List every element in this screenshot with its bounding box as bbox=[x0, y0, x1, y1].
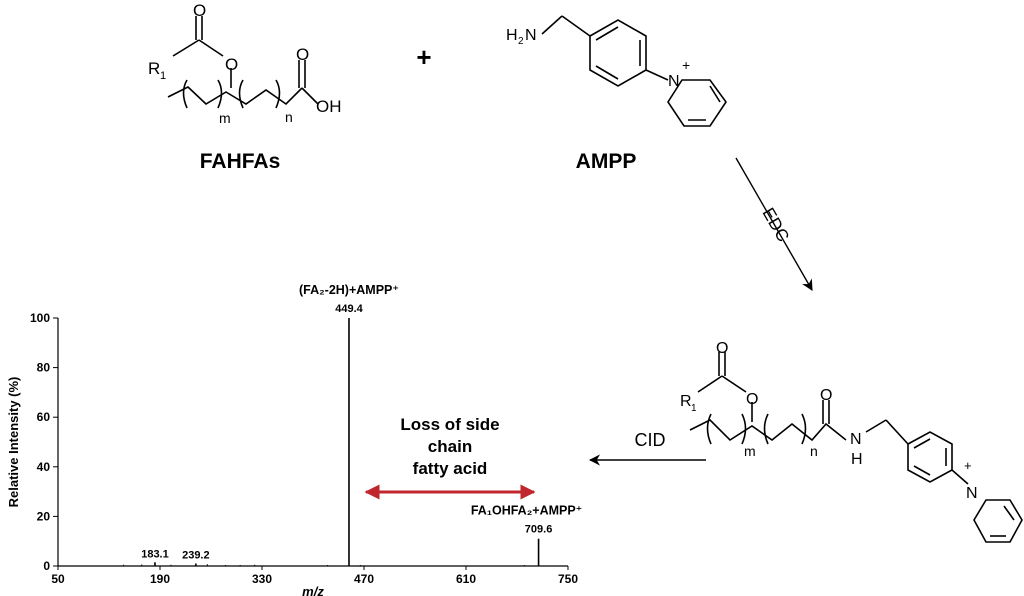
x-tick-label: 50 bbox=[51, 572, 65, 586]
x-tick-label: 330 bbox=[252, 572, 272, 586]
cid-label: CID bbox=[635, 430, 666, 450]
peak-mz-label: 449.4 bbox=[335, 303, 363, 315]
y-axis-title: Relative Intensity (%) bbox=[6, 377, 21, 508]
product-amide-n: N bbox=[850, 431, 862, 448]
peak-ion-annotation: (FA₂-2H)+AMPP⁺ bbox=[299, 283, 399, 297]
peak-ion-annotation: FA₁OHFA₂+AMPP⁺ bbox=[471, 504, 582, 518]
x-tick-label: 190 bbox=[150, 572, 170, 586]
peak-mz-label: 239.2 bbox=[182, 550, 210, 562]
peak-mz-label: 709.6 bbox=[525, 524, 553, 536]
fahfa-r-subscript: 1 bbox=[160, 70, 166, 82]
ampp-structure bbox=[541, 15, 727, 127]
peak-mz-label: 183.1 bbox=[141, 548, 169, 560]
y-tick-label: 100 bbox=[30, 311, 50, 325]
product-index-n: n bbox=[810, 443, 818, 459]
plus-sign: + bbox=[416, 42, 431, 72]
ampp-amine-n: N bbox=[525, 27, 537, 44]
fahfa-index-n: n bbox=[285, 109, 293, 125]
loss-annotation-line-1: Loss of side bbox=[400, 415, 499, 434]
y-tick-label: 20 bbox=[37, 509, 51, 523]
loss-annotation-line-2: chain bbox=[428, 437, 472, 456]
x-tick-label: 470 bbox=[354, 572, 374, 586]
product-index-m: m bbox=[744, 443, 756, 459]
product-r-group: R bbox=[680, 393, 692, 410]
product-ester-o: O bbox=[746, 391, 758, 408]
ampp-amine-h: H bbox=[506, 27, 518, 44]
x-axis-title: m/z bbox=[302, 584, 324, 596]
y-tick-label: 0 bbox=[43, 559, 50, 573]
ampp-name: AMPP bbox=[576, 150, 637, 173]
ampp-pyridinium-n: N bbox=[668, 73, 680, 90]
loss-annotation-line-3: fatty acid bbox=[413, 459, 488, 478]
y-tick-label: 40 bbox=[37, 460, 51, 474]
fahfa-acid-o: O bbox=[296, 45, 309, 64]
fahfa-carbonyl-o: O bbox=[193, 1, 206, 20]
y-tick-label: 60 bbox=[37, 410, 51, 424]
fahfa-name: FAHFAs bbox=[200, 150, 281, 173]
ampp-charge: + bbox=[682, 57, 690, 73]
fahfa-r-group: R bbox=[148, 59, 160, 78]
y-tick-label: 80 bbox=[37, 361, 51, 375]
fahfa-ester-o: O bbox=[225, 55, 238, 74]
ampp-amine-subscript: 2 bbox=[518, 36, 524, 47]
x-tick-label: 750 bbox=[558, 572, 578, 586]
edc-reaction-arrow bbox=[735, 157, 813, 291]
ms-spectrum: 0 20 40 60 80 100 50 190 330 470 610 750 183.1 239.2 4… bbox=[6, 283, 582, 596]
product-amide-h: H bbox=[851, 451, 863, 468]
fahfa-hydroxyl: OH bbox=[316, 97, 342, 116]
product-structure bbox=[689, 352, 1023, 543]
fahfa-structure bbox=[167, 16, 319, 109]
product-pyridinium-n: N bbox=[966, 485, 978, 502]
edc-label: EDC bbox=[759, 205, 793, 246]
x-tick-label: 610 bbox=[456, 572, 476, 586]
product-amide-o: O bbox=[820, 387, 832, 404]
product-r-subscript: 1 bbox=[691, 403, 697, 414]
fahfa-index-m: m bbox=[219, 110, 231, 126]
product-charge: + bbox=[964, 458, 972, 473]
product-carbonyl-o: O bbox=[716, 340, 728, 357]
